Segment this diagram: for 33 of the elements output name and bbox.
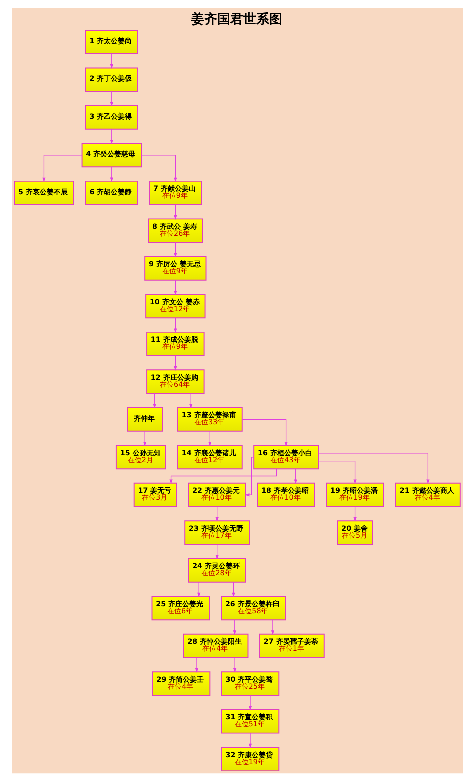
arrow bbox=[110, 129, 113, 145]
arrow bbox=[232, 582, 235, 598]
arrow bbox=[353, 506, 356, 522]
arrow bbox=[140, 155, 177, 182]
arrow bbox=[174, 356, 177, 372]
arrow bbox=[110, 166, 113, 182]
arrow bbox=[232, 620, 236, 636]
arrow bbox=[110, 54, 113, 70]
arrow bbox=[208, 431, 212, 447]
arrow bbox=[318, 460, 356, 484]
arrow bbox=[174, 242, 177, 258]
arrow bbox=[143, 431, 146, 447]
arrow bbox=[215, 544, 218, 560]
arrow bbox=[197, 582, 200, 598]
arrow bbox=[248, 733, 252, 748]
arrow bbox=[42, 155, 82, 182]
arrow bbox=[174, 280, 177, 296]
arrow bbox=[169, 468, 277, 484]
arrow bbox=[215, 506, 218, 522]
diagram-title: 姜齐国君世系图 bbox=[190, 12, 282, 28]
arrow bbox=[244, 457, 254, 497]
arrow bbox=[174, 318, 177, 334]
arrow bbox=[242, 419, 288, 447]
arrow bbox=[318, 453, 430, 484]
arrow bbox=[232, 658, 236, 673]
arrow bbox=[174, 204, 177, 220]
arrow bbox=[270, 620, 274, 636]
arrow bbox=[294, 468, 297, 484]
arrow bbox=[110, 91, 113, 107]
arrow bbox=[248, 695, 252, 711]
arrow bbox=[152, 393, 156, 409]
arrow bbox=[189, 393, 192, 409]
arrow bbox=[194, 658, 198, 673]
